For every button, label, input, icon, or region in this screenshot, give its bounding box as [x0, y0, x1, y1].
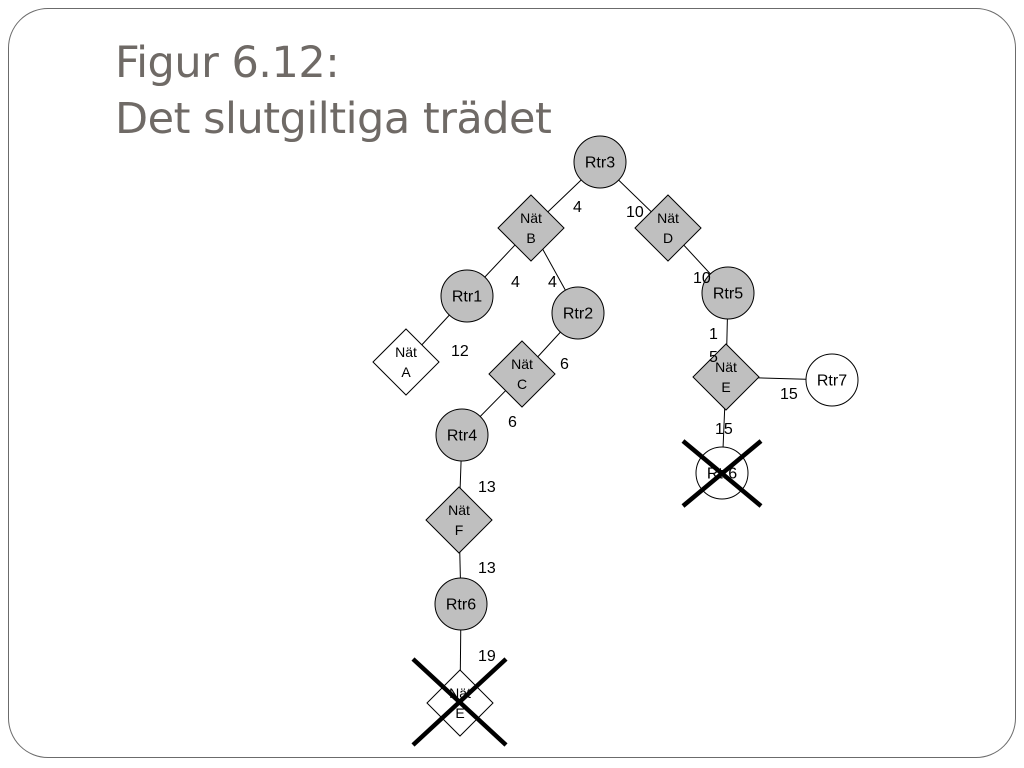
edge-weight: 6 [560, 356, 569, 373]
node-label: A [401, 364, 411, 380]
edge-weight: 13 [478, 479, 496, 496]
node-rtr2: Rtr2 [551, 286, 605, 340]
cross-mark-rtr6-crossed [681, 439, 763, 508]
node-label: E [455, 705, 464, 721]
edge-weight: 13 [478, 560, 496, 577]
cross-mark-nat-e-crossed [411, 657, 508, 747]
edge-weight: 10 [693, 270, 711, 287]
edge-weight: 19 [478, 648, 496, 665]
edge-weight: 12 [451, 343, 469, 360]
title-line-2: Det slutgiltiga trädet [115, 94, 552, 144]
network-diamond [497, 194, 565, 262]
node-label: Rtr2 [563, 306, 593, 323]
node-label: Nät [448, 502, 470, 518]
router-circle [701, 266, 755, 320]
edge-weight: 6 [508, 414, 517, 431]
edge-weight: 4 [573, 199, 582, 216]
edge-weight: 15 [780, 386, 798, 403]
edge-weight: 4 [548, 274, 557, 291]
edge-weight: 4 [511, 274, 520, 291]
node-label: F [455, 522, 464, 538]
node-label: Rtr5 [713, 286, 743, 303]
node-label: Nät [395, 344, 417, 360]
network-diamond [425, 486, 493, 554]
cross-stroke [411, 657, 508, 747]
node-label: C [517, 376, 527, 392]
node-label: E [721, 379, 730, 395]
node-label: Rtr4 [447, 428, 477, 445]
node-label: Nät [657, 210, 679, 226]
node-label: D [663, 230, 673, 246]
network-diamond [692, 343, 760, 411]
network-diamond [634, 194, 702, 262]
network-diamond [488, 340, 556, 408]
edge-weight: 5 [709, 349, 718, 366]
node-rtr7: Rtr7 [805, 353, 859, 407]
node-label: Nät [511, 356, 533, 372]
router-circle [440, 269, 494, 323]
node-label: B [526, 230, 535, 246]
router-circle [435, 408, 489, 462]
router-circle [805, 353, 859, 407]
node-rtr5: Rtr5 [701, 266, 755, 320]
router-circle [434, 577, 488, 631]
node-rtr1: Rtr1 [440, 269, 494, 323]
title-line-1: Figur 6.12: [115, 38, 340, 88]
node-label: Nät [520, 210, 542, 226]
edge-weight: 10 [626, 204, 644, 221]
slide-title: Figur 6.12: Det slutgiltiga trädet [115, 35, 552, 147]
node-label: Nät [715, 359, 737, 375]
node-rtr4: Rtr4 [435, 408, 489, 462]
node-label: Rtr3 [585, 155, 615, 172]
node-label: Rtr6 [446, 597, 476, 614]
cross-stroke [681, 439, 763, 508]
node-label: Rtr1 [452, 289, 482, 306]
network-diamond [372, 328, 440, 396]
cross-marks [411, 439, 763, 747]
edge-weight: 1 [709, 326, 718, 343]
node-label: Rtr7 [817, 373, 847, 390]
node-rtr3: Rtr3 [573, 135, 627, 189]
edge-weight: 15 [715, 421, 733, 438]
router-circle [551, 286, 605, 340]
node-rtr6: Rtr6 [434, 577, 488, 631]
router-circle [573, 135, 627, 189]
